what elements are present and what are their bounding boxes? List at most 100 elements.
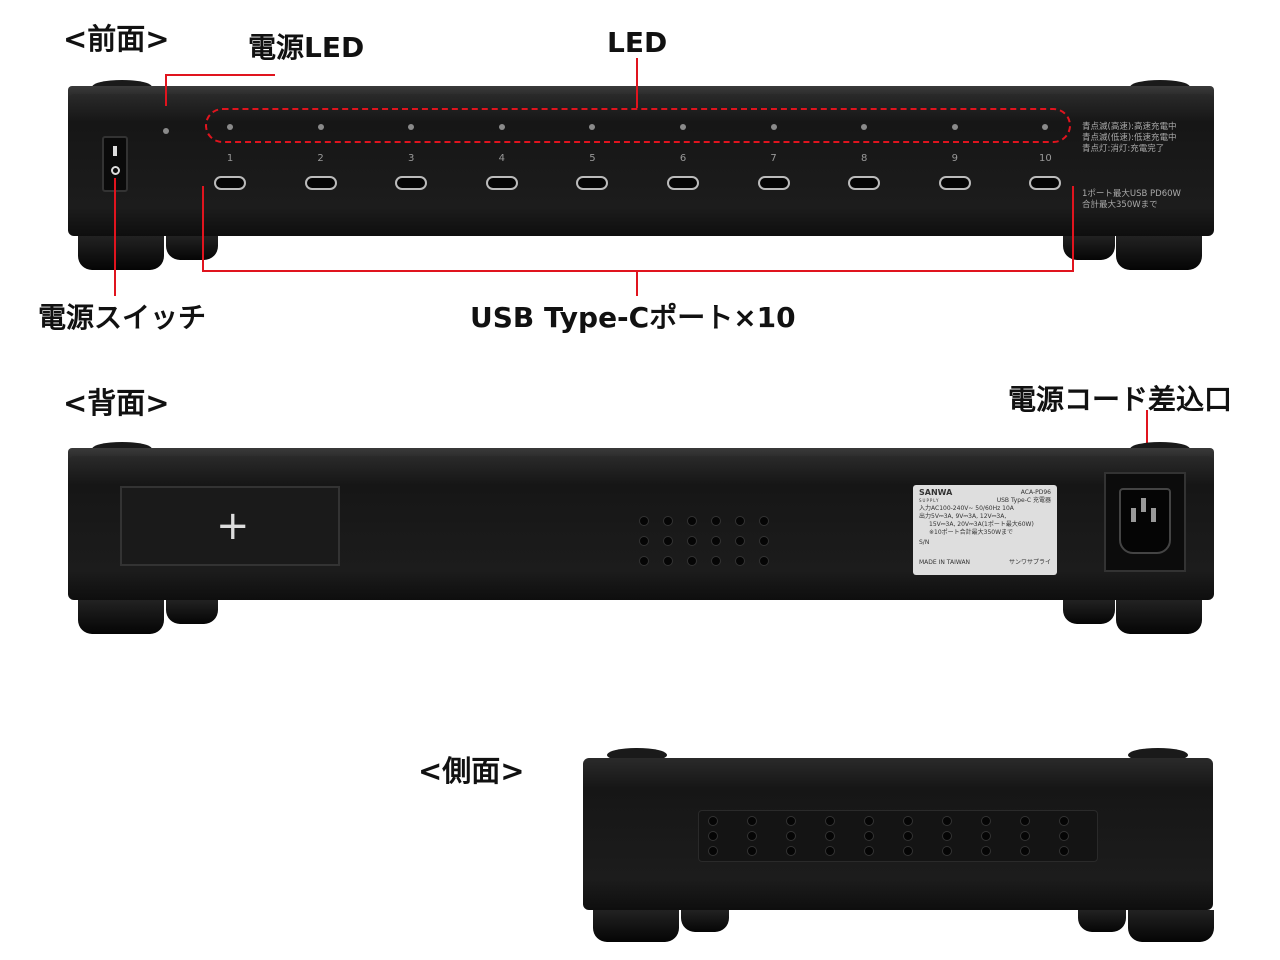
legend-line: 青点滅(低速):低速充電中: [1082, 133, 1177, 143]
power-led: [163, 128, 169, 134]
callout-line: [165, 74, 167, 106]
port-led: [861, 124, 868, 130]
vent-hole: [748, 832, 756, 840]
usb-c-port[interactable]: [485, 176, 518, 190]
brand-logo: SANWA: [919, 488, 953, 497]
usb-c-port[interactable]: [757, 176, 790, 190]
usb-c-port[interactable]: [938, 176, 971, 190]
vent-hole: [826, 847, 834, 855]
vent-hole: [664, 557, 672, 565]
port-led: [317, 124, 324, 130]
vent-hole: [1021, 817, 1029, 825]
port-led: [227, 124, 233, 130]
vent-hole: [688, 537, 696, 545]
front-device: [68, 80, 1214, 275]
port-number: 10: [1039, 153, 1052, 164]
usb-c-port[interactable]: [667, 176, 699, 190]
origin-label: MADE IN TAIWAN: [919, 559, 971, 566]
port-number: 7: [770, 153, 777, 164]
vent-hole: [787, 817, 795, 825]
usb-c-port[interactable]: [576, 176, 609, 190]
vent-hole: [736, 557, 744, 565]
callout-line: [1146, 410, 1148, 470]
vent-hole: [709, 832, 717, 840]
note-line: 1ポート最大USB PD60W: [1082, 189, 1181, 199]
vent-hole: [748, 847, 756, 855]
vent-hole: [760, 517, 768, 525]
rating-line: 出力5V⎓3A, 9V⎓3A, 12V⎓3A,: [919, 513, 1007, 520]
side-device: [583, 748, 1215, 944]
vent-hole: [1060, 847, 1068, 855]
vent-hole: [787, 832, 795, 840]
led-legend: 青点滅(高速):高速充電中 青点滅(低速):低速充電中 青点灯:消灯:充電完了: [1082, 122, 1177, 155]
port-number: 4: [498, 153, 505, 164]
usb-c-port[interactable]: [395, 176, 428, 190]
callout-line: [202, 270, 1074, 272]
port-led: [951, 124, 958, 130]
product-name: USB Type-C 充電器: [996, 497, 1051, 504]
vent-hole: [982, 817, 990, 825]
vent-hole: [1060, 817, 1068, 825]
usb-c-port[interactable]: [848, 176, 881, 190]
port-led: [1042, 124, 1049, 130]
rating-line: 入力AC100-240V~ 50/60Hz 10A: [919, 505, 1014, 512]
vent-hole: [904, 832, 912, 840]
vent-hole: [904, 847, 912, 855]
callout-line: [636, 58, 638, 108]
rating-line: 15V⎓3A, 20V⎓3A(1ポート最大60W): [929, 521, 1034, 528]
power-switch-callout: 電源スイッチ: [38, 301, 207, 334]
port-number: 8: [861, 153, 868, 164]
usb-c-port[interactable]: [304, 176, 337, 190]
callout-line: [202, 186, 204, 272]
vent-hole: [943, 847, 951, 855]
callout-line: [636, 270, 638, 296]
usb-c-port[interactable]: [214, 176, 246, 190]
serial-label: S/N: [919, 539, 930, 546]
vent-hole: [760, 557, 768, 565]
vent-hole: [982, 847, 990, 855]
battery-cover: +: [120, 486, 340, 566]
vent-hole: [865, 832, 873, 840]
vent-hole: [943, 832, 951, 840]
port-led: [408, 124, 415, 130]
rating-line: ※10ポート合計最大350Wまで: [929, 529, 1014, 536]
vent-hole: [712, 537, 720, 545]
vent-hole: [760, 537, 768, 545]
vent-hole: [709, 817, 717, 825]
port-number: 1: [226, 153, 234, 164]
vent-hole: [865, 817, 873, 825]
vent-hole: [904, 817, 912, 825]
vent-hole: [1060, 832, 1068, 840]
vent-hole: [688, 517, 696, 525]
front-view-title: <前面>: [63, 22, 170, 56]
vent-hole: [865, 847, 873, 855]
port-number: 6: [679, 153, 687, 164]
port-led: [680, 124, 686, 130]
brand-sub: SUPPLY: [919, 498, 940, 503]
vent-hole: [640, 557, 648, 565]
maker-label: サンワサプライ: [1008, 559, 1051, 566]
callout-line: [114, 178, 116, 296]
power-led-callout: 電源LED: [248, 31, 365, 64]
model-number: ACA-PD96: [1020, 489, 1051, 496]
vent-hole: [736, 517, 744, 525]
port-led: [770, 124, 777, 130]
callout-line: [165, 74, 275, 76]
vent-hole: [712, 517, 720, 525]
power-inlet[interactable]: [1104, 472, 1186, 572]
note-line: 合計最大350Wまで: [1082, 200, 1158, 210]
usb-ports-callout: USB Type-Cポート×10: [470, 301, 796, 334]
vent-hole: [943, 817, 951, 825]
power-inlet-callout: 電源コード差込口: [1008, 383, 1233, 416]
usb-c-port[interactable]: [1029, 176, 1062, 190]
back-view-title: <背面>: [63, 386, 170, 420]
vent-hole: [1021, 847, 1029, 855]
vent-hole: [664, 537, 672, 545]
port-number: 9: [951, 153, 958, 164]
vent-hole: [709, 847, 717, 855]
vent-hole: [787, 847, 795, 855]
port-led: [589, 124, 596, 130]
vent-hole: [640, 517, 648, 525]
